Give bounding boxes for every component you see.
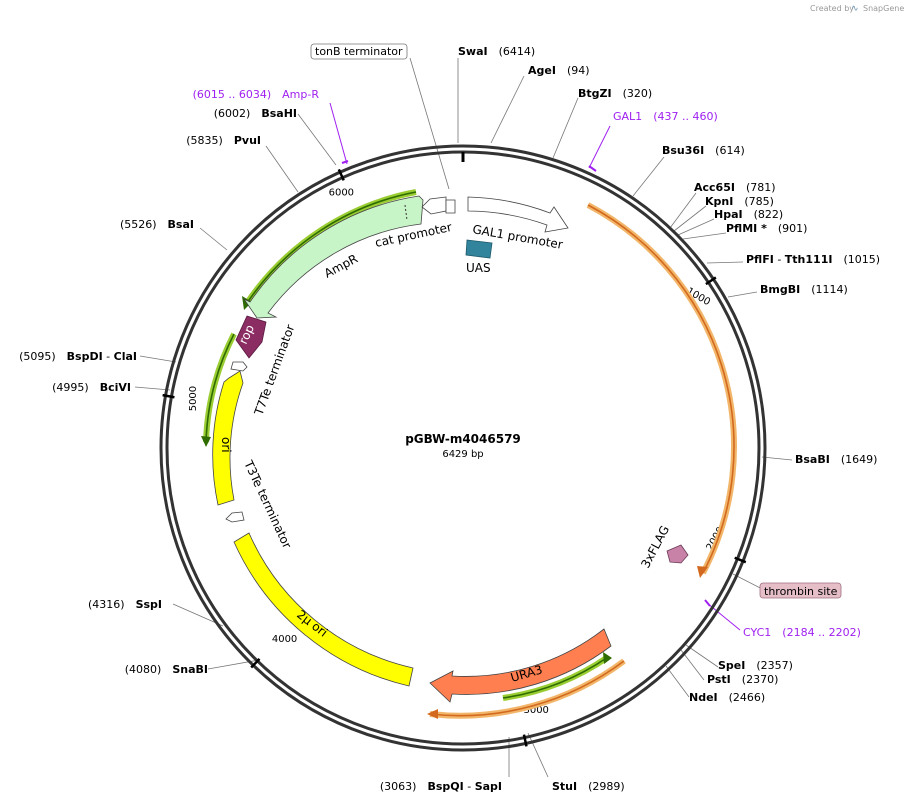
orf-arc-left <box>205 333 235 443</box>
primer-label[interactable]: GAL1 (437 .. 460) <box>613 110 718 123</box>
t3te-terminator-arrow[interactable] <box>225 511 245 523</box>
restriction-site-label[interactable]: (4080) SnaBI <box>125 663 208 676</box>
backbone-inner <box>165 150 761 746</box>
restriction-site-label[interactable]: BsaBI (1649) <box>795 453 877 466</box>
primer-mark-cyc1 <box>704 599 711 607</box>
orf-arc-ampr <box>246 191 417 304</box>
orf-arc-bottom <box>429 660 625 717</box>
tick-label: 3000 <box>523 705 548 716</box>
restriction-site-label[interactable]: KpnI (785) <box>705 195 774 208</box>
restriction-site-label[interactable]: SwaI (6414) <box>458 45 535 58</box>
flag-feature[interactable] <box>666 544 689 564</box>
primer-mark-amp-r <box>341 160 349 164</box>
tick-mark <box>250 657 261 669</box>
ampr-cat-divider <box>404 204 408 221</box>
orf-arc-bottom-arrowhead <box>427 709 438 719</box>
restriction-site-label[interactable]: (5526) BsaI <box>120 218 194 231</box>
thrombin-label-box <box>759 582 842 599</box>
ori-label: ori <box>219 437 233 453</box>
tick-label: 4000 <box>272 634 297 645</box>
restriction-site-label[interactable]: NdeI (2466) <box>689 691 765 704</box>
plasmid-length: 6429 bp <box>442 449 483 460</box>
tick-label: 6000 <box>329 187 354 198</box>
restriction-site-label[interactable]: (6002) BsaHI <box>214 107 297 120</box>
primer-label[interactable]: CYC1 (2184 .. 2202) <box>743 626 861 639</box>
tick-mark <box>522 734 528 747</box>
backbone-outer <box>159 144 767 752</box>
cat-promoter-arrow[interactable] <box>421 196 447 215</box>
credit-prefix: Created by <box>810 4 854 13</box>
gal1-promoter-feature[interactable] <box>467 196 569 233</box>
plasmid-name: pGBW-m4046579 <box>405 432 521 446</box>
restriction-site-label[interactable]: (3063) BspQI - SapI <box>380 780 502 793</box>
restriction-site-label[interactable]: Bsu36I (614) <box>662 144 745 157</box>
tick-mark <box>734 556 747 564</box>
snapgene-logo-icon: ∿ <box>851 4 859 14</box>
restriction-site-label[interactable]: BtgZI (320) <box>578 87 652 100</box>
rop-feature[interactable] <box>235 315 267 359</box>
tonb-label-box <box>310 43 408 60</box>
primer-labels: (6015 .. 6034) Amp-R GAL1 (437 .. 460) CYC… <box>193 88 861 639</box>
ura3-feature[interactable] <box>429 628 612 703</box>
uas-label: UAS <box>466 261 491 275</box>
two-mu-ori-feature[interactable] <box>233 532 414 687</box>
tick-mark <box>337 168 345 181</box>
leader-lines <box>134 57 793 778</box>
flag-label: 3xFLAG <box>638 523 672 570</box>
orf-arc-left-arrowhead <box>201 436 211 447</box>
ampr-feature[interactable] <box>242 195 424 319</box>
orf-arc-right <box>587 204 735 574</box>
orf-arc-ura3-arrowhead <box>603 652 612 664</box>
tick-mark <box>705 276 717 286</box>
uas-feature[interactable] <box>465 239 493 259</box>
restriction-site-label[interactable]: PflMI * (901) <box>726 222 807 235</box>
restriction-site-label[interactable]: (4995) BciVI <box>52 381 131 394</box>
primer-label[interactable]: (6015 .. 6034) Amp-R <box>193 88 320 101</box>
restriction-site-label[interactable]: (4316) SspI <box>88 598 162 611</box>
ori-feature[interactable] <box>212 370 244 506</box>
restriction-site-label[interactable]: PflFI - Tth111I (1015) <box>746 253 880 266</box>
t7te-terminator-arrow[interactable] <box>230 361 248 372</box>
orf-arc-right-arrowhead <box>697 566 708 578</box>
thrombin-site-label: thrombin site <box>764 585 838 598</box>
restriction-site-label[interactable]: AgeI (94) <box>528 64 590 77</box>
tick-label: 5000 <box>188 386 199 411</box>
restriction-site-labels: SwaI (6414) AgeI (94) BtgZI (320) Bsu36I (6… <box>19 45 880 793</box>
restriction-site-label[interactable]: PstI (2370) <box>707 673 778 686</box>
restriction-site-label[interactable]: HpaI (822) <box>714 208 783 221</box>
restriction-site-label[interactable]: (5095) BspDI - ClaI <box>19 350 137 363</box>
tonb-terminator-box[interactable] <box>445 199 456 214</box>
tonb-terminator-label: tonB terminator <box>315 45 403 58</box>
restriction-site-label[interactable]: Acc65I (781) <box>694 181 776 194</box>
orf-arc-ura3 <box>502 656 609 699</box>
tick-mark <box>162 393 175 399</box>
primer-mark-gal1 <box>588 165 597 172</box>
restriction-site-label[interactable]: StuI (2989) <box>552 780 625 793</box>
credit-brand: SnapGene <box>863 4 904 13</box>
restriction-site-label[interactable]: SpeI (2357) <box>718 659 793 672</box>
restriction-site-label[interactable]: (5835) PvuI <box>186 134 261 147</box>
restriction-site-label[interactable]: BmgBI (1114) <box>760 283 848 296</box>
